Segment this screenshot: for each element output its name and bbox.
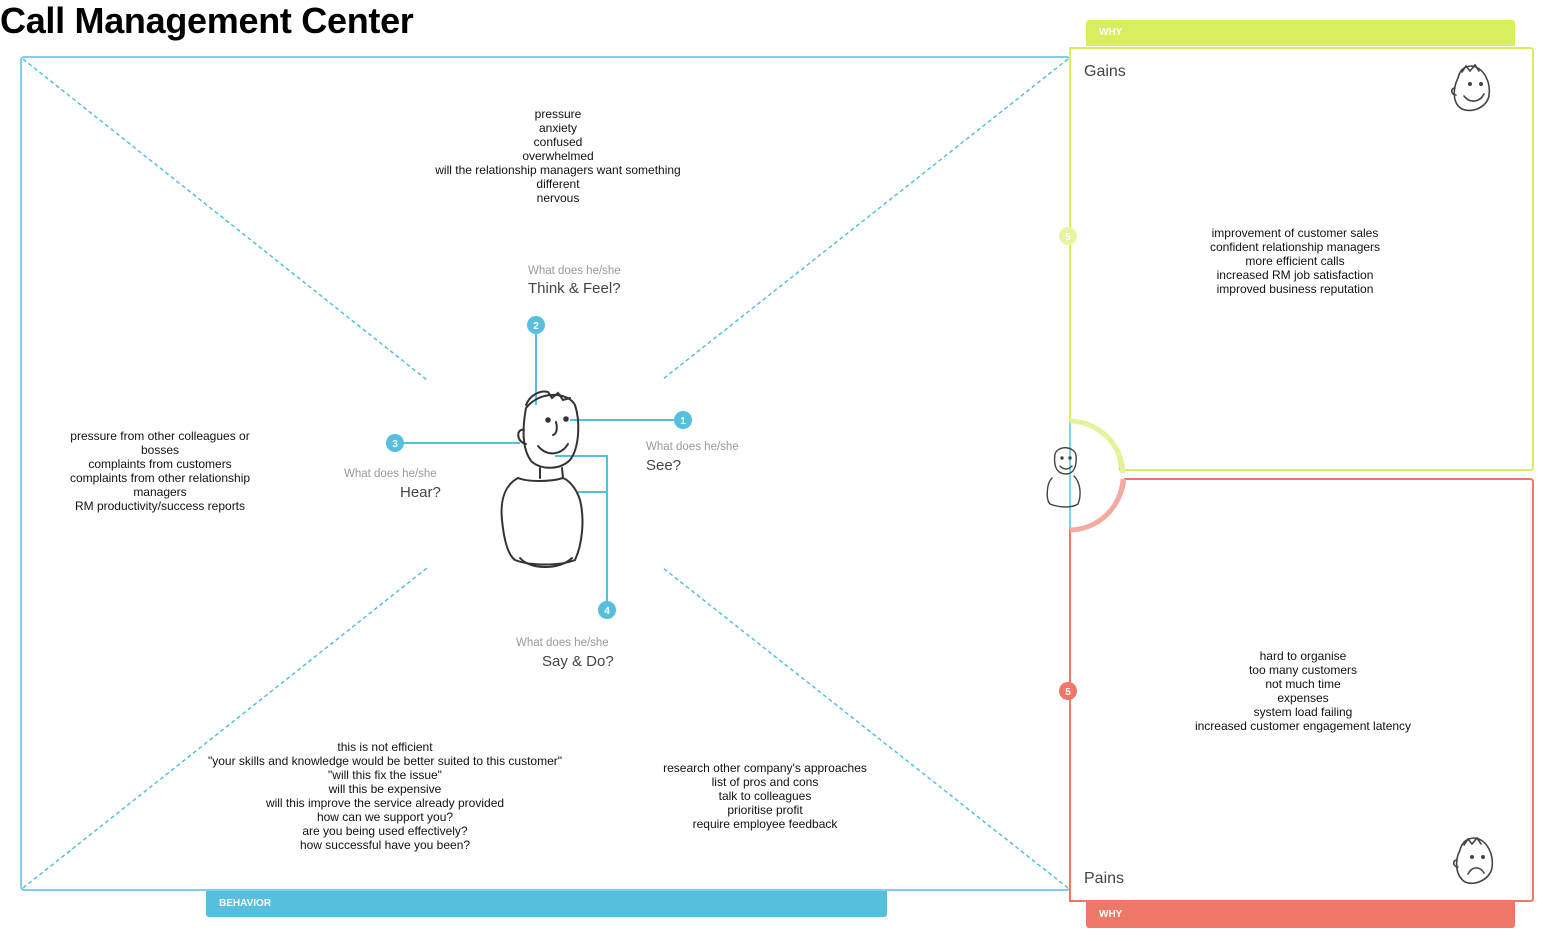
behavior-tab-label: BEHAVIOR <box>219 898 272 909</box>
hear-question-title: Hear? <box>400 484 441 501</box>
note-line: hard to organise <box>1259 649 1347 663</box>
note-line: pressure from other colleagues or <box>70 429 250 443</box>
person-sketch <box>500 390 584 568</box>
note-line: will this improve the service already pr… <box>265 796 505 810</box>
say-question-title: Say & Do? <box>542 653 614 670</box>
svg-text:5: 5 <box>1065 232 1071 243</box>
sad-face-icon <box>1452 836 1494 884</box>
note-line: are you being used effectively? <box>302 824 468 838</box>
center-person-icon <box>1046 447 1081 508</box>
hear-question-sub: What does he/she <box>344 468 437 480</box>
note-line: require employee feedback <box>692 817 838 831</box>
pains-notes: hard to organise too many customers not … <box>1173 649 1433 733</box>
why-gains-tab-label: WHY <box>1099 27 1123 38</box>
note-line: bosses <box>140 443 180 457</box>
note-line: expenses <box>1277 691 1329 705</box>
note-line: improved business reputation <box>1216 282 1374 296</box>
note-line: "will this fix the issue" <box>328 768 442 782</box>
diagonal-lines <box>22 58 1069 889</box>
note-line: pressure <box>534 107 582 121</box>
why-pains-tab-label: WHY <box>1099 909 1123 920</box>
badge-pains: 5 <box>1059 682 1077 700</box>
page-title: Call Management Center <box>0 0 414 41</box>
note-line: list of pros and cons <box>711 775 819 789</box>
note-line: not much time <box>1265 677 1341 691</box>
note-line: different <box>536 177 580 191</box>
note-line: nervous <box>536 191 580 205</box>
note-line: managers <box>133 485 187 499</box>
note-line: improvement of customer sales <box>1211 226 1379 240</box>
svg-text:3: 3 <box>392 439 398 450</box>
svg-text:1: 1 <box>680 416 686 427</box>
note-line: RM productivity/success reports <box>74 499 246 513</box>
note-line: how can we support you? <box>316 810 454 824</box>
badge-think: 2 <box>527 316 545 334</box>
svg-text:5: 5 <box>1065 687 1071 698</box>
note-line: "your skills and knowledge would be bett… <box>207 754 563 768</box>
note-line: increased customer engagement latency <box>1194 719 1412 733</box>
do-notes: research other company's approaches list… <box>640 761 890 831</box>
gains-title: Gains <box>1084 63 1126 80</box>
svg-text:4: 4 <box>604 606 610 617</box>
pains-title: Pains <box>1084 870 1125 887</box>
note-line: overwhelmed <box>522 149 594 163</box>
note-line: complaints from other relationship <box>69 471 251 485</box>
badge-hear: 3 <box>386 434 404 452</box>
note-line: increased RM job satisfaction <box>1216 268 1374 282</box>
think-feel-notes: pressure anxiety confused overwhelmed wi… <box>408 107 708 205</box>
badge-see: 1 <box>674 411 692 429</box>
note-line: confused <box>533 135 583 149</box>
think-question-sub: What does he/she <box>528 265 621 277</box>
note-line: prioritise profit <box>727 803 803 817</box>
note-line: how successful have you been? <box>299 838 471 852</box>
note-line: will this be expensive <box>328 782 442 796</box>
note-line: system load failing <box>1253 705 1353 719</box>
note-line: more efficient calls <box>1245 254 1345 268</box>
note-line: this is not efficient <box>337 740 433 754</box>
say-notes: this is not efficient "your skills and k… <box>185 740 585 852</box>
note-line: anxiety <box>538 121 578 135</box>
think-question-title: Think & Feel? <box>528 280 621 297</box>
note-line: confident relationship managers <box>1209 240 1381 254</box>
note-line: will the relationship managers want some… <box>435 163 681 177</box>
note-line: complaints from customers <box>88 457 232 471</box>
behavior-tab: BEHAVIOR <box>206 891 887 917</box>
happy-face-icon <box>1450 63 1491 112</box>
why-pains-tab: WHY <box>1086 902 1515 928</box>
note-line: research other company's approaches <box>663 761 867 775</box>
gains-notes: improvement of customer sales confident … <box>1175 226 1415 296</box>
hear-notes: pressure from other colleagues or bosses… <box>40 429 280 513</box>
note-line: talk to colleagues <box>718 789 812 803</box>
say-question-sub: What does he/she <box>516 637 609 649</box>
see-question-sub: What does he/she <box>646 441 739 453</box>
why-gains-tab: WHY <box>1086 20 1515 46</box>
pains-arc <box>1069 478 1126 533</box>
badge-gains: 5 <box>1059 227 1077 245</box>
see-question-title: See? <box>646 457 682 474</box>
gains-arc <box>1069 418 1126 474</box>
note-line: too many customers <box>1248 663 1358 677</box>
badge-say: 4 <box>598 601 616 619</box>
svg-text:2: 2 <box>533 321 539 332</box>
